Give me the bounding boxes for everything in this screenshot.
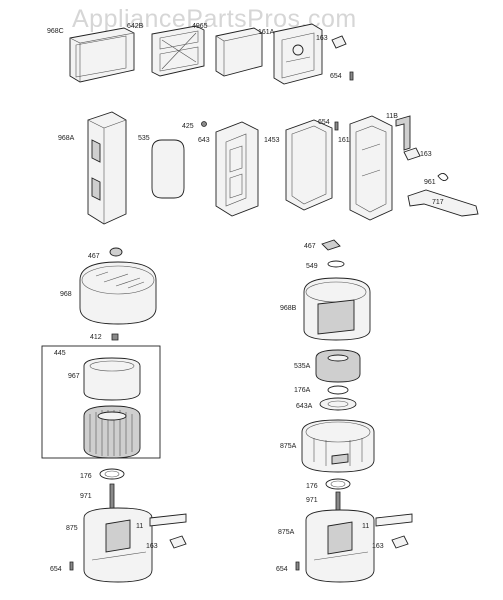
part-163-gasket-top[interactable]	[331, 35, 347, 49]
label-968C: 968C	[47, 28, 64, 35]
label-163-top: 163	[316, 35, 328, 42]
part-968-cover[interactable]	[79, 261, 157, 325]
label-643A: 643A	[296, 403, 313, 410]
part-535A-element[interactable]	[315, 349, 361, 383]
part-875A-housing[interactable]	[301, 419, 375, 473]
label-654-right: 654	[276, 566, 288, 573]
part-875A-base-bottom[interactable]	[305, 509, 375, 583]
part-642B-filter[interactable]	[151, 25, 205, 77]
label-875: 875	[66, 525, 78, 532]
label-163-mid: 163	[420, 151, 432, 158]
part-968B-cover[interactable]	[303, 277, 371, 341]
label-643: 643	[198, 137, 210, 144]
part-467-knob-right[interactable]	[321, 239, 341, 251]
part-961-clip[interactable]	[437, 173, 449, 181]
part-467-knob-left[interactable]	[109, 247, 123, 257]
part-549-washer[interactable]	[327, 260, 345, 268]
label-535: 535	[138, 135, 150, 142]
part-4965-prefilter[interactable]	[215, 27, 263, 77]
part-967-precleaner[interactable]	[83, 357, 141, 401]
part-1453-seal[interactable]	[285, 119, 333, 211]
part-163-gasket-right[interactable]	[391, 535, 409, 549]
label-11B: 11B	[386, 113, 398, 120]
label-161A: 161A	[258, 29, 275, 36]
label-176-right: 176	[306, 483, 318, 490]
label-654-mid: 654	[318, 119, 330, 126]
part-643A-ring[interactable]	[319, 397, 357, 411]
label-467-right: 467	[304, 243, 316, 250]
label-968A: 968A	[58, 135, 75, 142]
kit-445-box[interactable]	[41, 345, 161, 459]
label-875A: 875A	[280, 443, 297, 450]
label-467-left: 467	[88, 253, 100, 260]
part-875-base[interactable]	[83, 507, 153, 583]
part-425-nut[interactable]	[201, 121, 207, 127]
label-642B: 642B	[127, 23, 144, 30]
part-535-element[interactable]	[151, 139, 185, 199]
label-654-top: 654	[330, 73, 342, 80]
part-161A-base[interactable]	[273, 23, 323, 85]
label-11-right: 11	[362, 523, 369, 530]
label-163-right: 163	[372, 543, 384, 550]
label-4965: 4965	[192, 23, 208, 30]
label-717: 717	[432, 199, 444, 206]
label-425: 425	[182, 123, 194, 130]
part-717-bracket[interactable]	[407, 189, 479, 217]
label-412: 412	[90, 334, 102, 341]
label-875A-bottom: 875A	[278, 529, 295, 536]
part-11-tube-left[interactable]	[149, 513, 187, 527]
part-11B-tube[interactable]	[395, 115, 411, 151]
part-654-screw-right[interactable]	[295, 561, 300, 571]
label-961: 961	[424, 179, 436, 186]
label-163-left: 163	[146, 543, 158, 550]
part-163-gasket-mid[interactable]	[403, 147, 421, 161]
part-163-gasket-left[interactable]	[169, 535, 187, 549]
label-971-left: 971	[80, 493, 92, 500]
label-971-right: 971	[306, 497, 318, 504]
part-643-gasket[interactable]	[215, 121, 259, 217]
part-968A-cover[interactable]	[87, 111, 127, 225]
part-412-screw[interactable]	[111, 333, 119, 341]
label-549: 549	[306, 263, 318, 270]
label-967: 967	[68, 373, 80, 380]
part-176-washer-left[interactable]	[99, 468, 125, 480]
label-968: 968	[60, 291, 72, 298]
part-654-screw-top[interactable]	[349, 71, 354, 81]
part-pleated-element-left[interactable]	[83, 405, 141, 459]
label-176-left: 176	[80, 473, 92, 480]
label-535A: 535A	[294, 363, 311, 370]
label-161: 161	[338, 137, 350, 144]
label-968B: 968B	[280, 305, 297, 312]
label-1453: 1453	[264, 137, 280, 144]
part-654-screw-left[interactable]	[69, 561, 74, 571]
part-11-tube-right[interactable]	[375, 513, 413, 527]
label-176A: 176A	[294, 387, 311, 394]
part-176A-washer[interactable]	[327, 385, 349, 395]
label-11-left: 11	[136, 523, 143, 530]
part-968C-cover[interactable]	[69, 27, 135, 83]
label-654-left: 654	[50, 566, 62, 573]
part-161-base[interactable]	[349, 115, 393, 221]
part-176-washer-right[interactable]	[325, 478, 351, 490]
label-445: 445	[54, 350, 66, 357]
part-654-screw-mid[interactable]	[334, 121, 339, 131]
